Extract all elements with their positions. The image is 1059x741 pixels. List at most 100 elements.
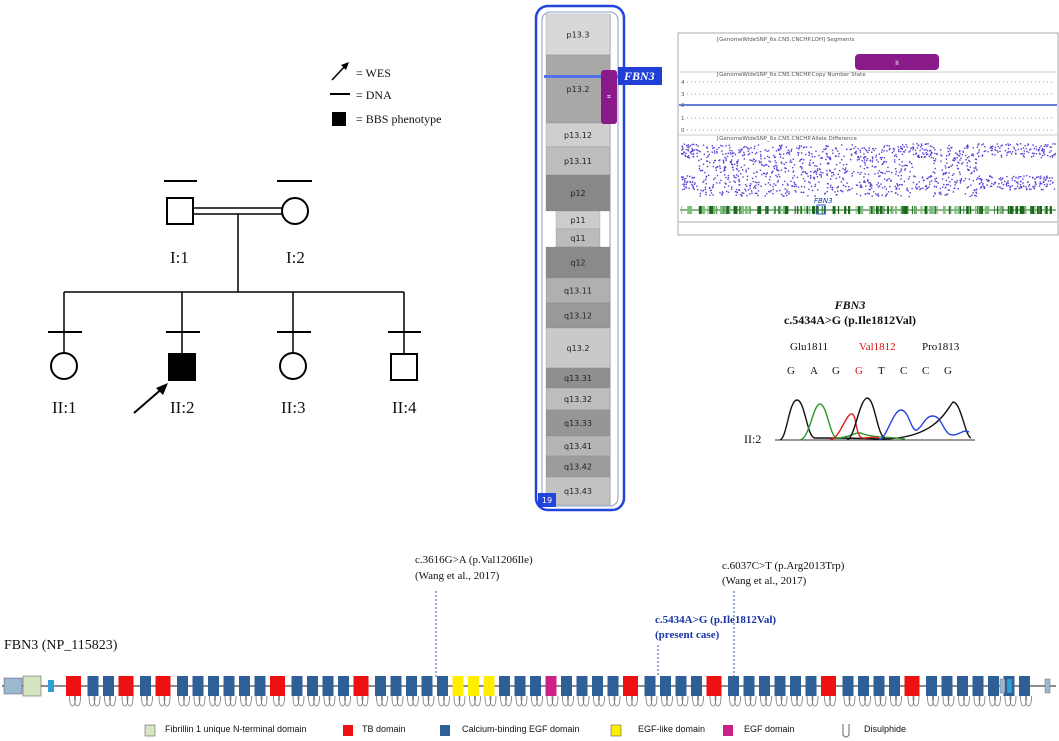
snp-dot xyxy=(715,169,717,172)
snp-dot xyxy=(795,185,797,188)
snp-dot xyxy=(989,185,992,188)
snp-dot xyxy=(918,181,920,183)
label-i2: I:2 xyxy=(286,248,305,267)
snp-dot xyxy=(1009,187,1011,189)
snp-dot xyxy=(753,147,755,150)
snp-dot xyxy=(826,173,828,175)
snp-dot xyxy=(686,156,689,158)
track1-label: [GenomeWideSNP_6x.CN5.CNCHP.LOH] Segment… xyxy=(717,37,855,43)
band-q13.11 xyxy=(545,277,611,304)
snp-dot xyxy=(768,190,770,193)
snp-dot xyxy=(725,145,727,147)
snp-dot xyxy=(1009,151,1011,153)
gene-block xyxy=(1044,206,1047,214)
snp-dot xyxy=(850,158,852,161)
band-q13.2 xyxy=(545,327,611,369)
gene-block xyxy=(800,206,802,214)
snp-dot xyxy=(895,173,897,175)
gene-block xyxy=(858,206,860,214)
snp-dot xyxy=(967,145,969,148)
snp-dot xyxy=(700,189,702,192)
snp-dot xyxy=(991,153,993,155)
snp-dot xyxy=(813,171,816,173)
snp-dot xyxy=(903,151,906,153)
disulphide xyxy=(994,695,1001,707)
legend-egf-icon xyxy=(723,725,733,736)
snp-dot xyxy=(737,159,739,161)
snp-dot xyxy=(698,159,700,162)
snp-dot xyxy=(897,175,900,177)
legend-bbs-icon xyxy=(332,112,346,126)
snp-dot xyxy=(797,151,799,154)
snp-dot xyxy=(705,183,707,185)
snp-dot xyxy=(869,185,871,187)
snp-dot xyxy=(736,168,739,171)
snp-dot xyxy=(757,183,760,186)
snp-dot xyxy=(885,188,887,190)
snp-dot xyxy=(999,186,1001,188)
snp-dot xyxy=(683,152,685,154)
snp-dot xyxy=(885,161,887,163)
gene-block xyxy=(848,206,851,214)
snp-dot xyxy=(787,149,790,151)
snp-dot xyxy=(834,147,837,149)
gene-block xyxy=(936,206,938,214)
snp-dot xyxy=(976,178,978,181)
snp-dot xyxy=(772,185,774,188)
snp-dot xyxy=(685,177,687,180)
legend-egflike-label: EGF-like domain xyxy=(638,724,706,734)
snp-dot xyxy=(930,156,933,159)
gene-block xyxy=(773,206,775,214)
gene-block xyxy=(1011,206,1014,214)
snp-dot xyxy=(730,163,733,166)
gene-block xyxy=(702,206,706,214)
snp-dot xyxy=(764,195,766,197)
snp-dot xyxy=(919,188,921,191)
snp-dot xyxy=(939,187,942,190)
snp-dot xyxy=(893,148,895,150)
snp-dot xyxy=(914,149,917,152)
snp-dot xyxy=(855,184,858,186)
disulphide xyxy=(438,695,445,707)
disulphide xyxy=(608,695,616,707)
snp-dot xyxy=(888,177,890,180)
snp-dot xyxy=(738,151,740,154)
sample-label: II:2 xyxy=(744,432,762,446)
snp-dot xyxy=(750,190,753,192)
disulphide xyxy=(146,695,153,707)
snp-dot xyxy=(863,147,865,149)
gene-block xyxy=(713,206,715,214)
snp-dot xyxy=(898,163,901,166)
snp-dot xyxy=(683,143,686,145)
snp-dot xyxy=(882,163,884,165)
snp-dot xyxy=(838,176,841,178)
snp-dot xyxy=(693,149,695,151)
snp-dot xyxy=(966,162,968,164)
snp-dot xyxy=(772,146,774,149)
snp-dot xyxy=(846,170,849,172)
snp-dot xyxy=(767,150,770,152)
snp-dot xyxy=(802,162,804,164)
snp-dot xyxy=(799,159,802,161)
disulphide xyxy=(1025,695,1032,707)
snp-dot xyxy=(744,184,747,186)
disulphide xyxy=(344,695,351,707)
snp-dot xyxy=(730,153,732,155)
snp-dot xyxy=(729,149,731,152)
snp-dot xyxy=(941,155,943,157)
snp-dot xyxy=(1020,153,1022,155)
snp-dot xyxy=(912,143,915,145)
snp-dot xyxy=(945,158,948,160)
snp-dot xyxy=(830,186,832,188)
snp-dot xyxy=(751,151,753,154)
disulphide xyxy=(69,695,76,707)
chromosome-ideogram: p13.3p13.2p13.12p13.11p12p11q11q12q13.11… xyxy=(534,4,662,512)
snp-dot xyxy=(964,147,966,149)
snp-dot xyxy=(692,153,695,155)
snp-dot xyxy=(687,156,689,159)
snp-dot xyxy=(782,157,784,159)
snp-dot xyxy=(734,153,737,156)
tb-domain xyxy=(155,676,171,696)
legend-cbegf-label: Calcium-binding EGF domain xyxy=(462,724,580,734)
snp-dot xyxy=(916,187,919,189)
